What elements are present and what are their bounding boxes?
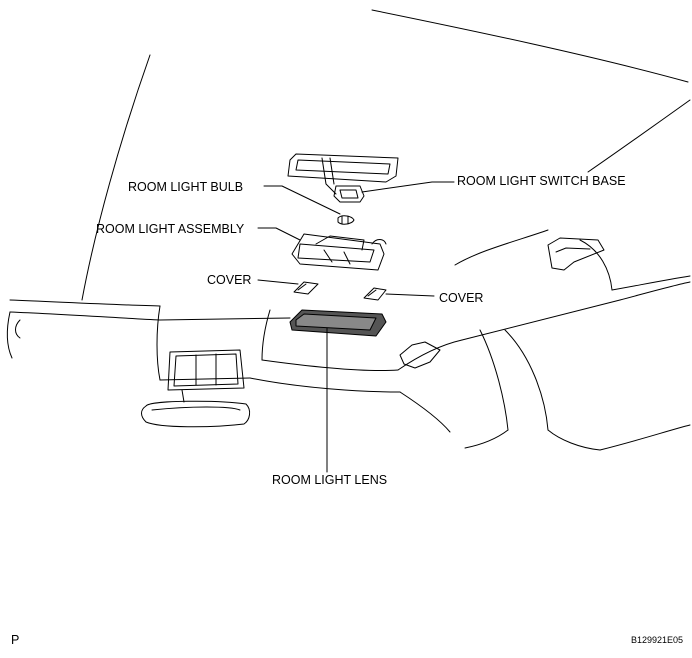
switch-base-part <box>287 153 399 203</box>
label-cover-right: COVER <box>439 291 484 305</box>
cover-left-part <box>293 281 319 295</box>
label-lens: ROOM LIGHT LENS <box>272 473 388 487</box>
figure-code: B129921E05 <box>631 635 684 645</box>
corner-mark: P <box>11 633 20 647</box>
label-cover-left: COVER <box>207 273 252 287</box>
leader-cover-left <box>257 279 299 285</box>
leader-switch-base <box>361 181 455 193</box>
label-switch-base: ROOM LIGHT SWITCH BASE <box>457 174 626 188</box>
leader-cover-right <box>385 293 435 297</box>
lens-part <box>289 309 387 337</box>
bulb-part <box>337 215 355 225</box>
leader-bulb <box>263 185 341 215</box>
leader-lines <box>257 181 455 473</box>
label-bulb: ROOM LIGHT BULB <box>128 180 244 194</box>
cover-right-part <box>363 287 387 301</box>
vehicle-roof-outline <box>6 9 691 451</box>
assembly-part <box>291 233 387 271</box>
label-assembly: ROOM LIGHT ASSEMBLY <box>96 222 245 236</box>
leader-assembly <box>257 227 301 241</box>
